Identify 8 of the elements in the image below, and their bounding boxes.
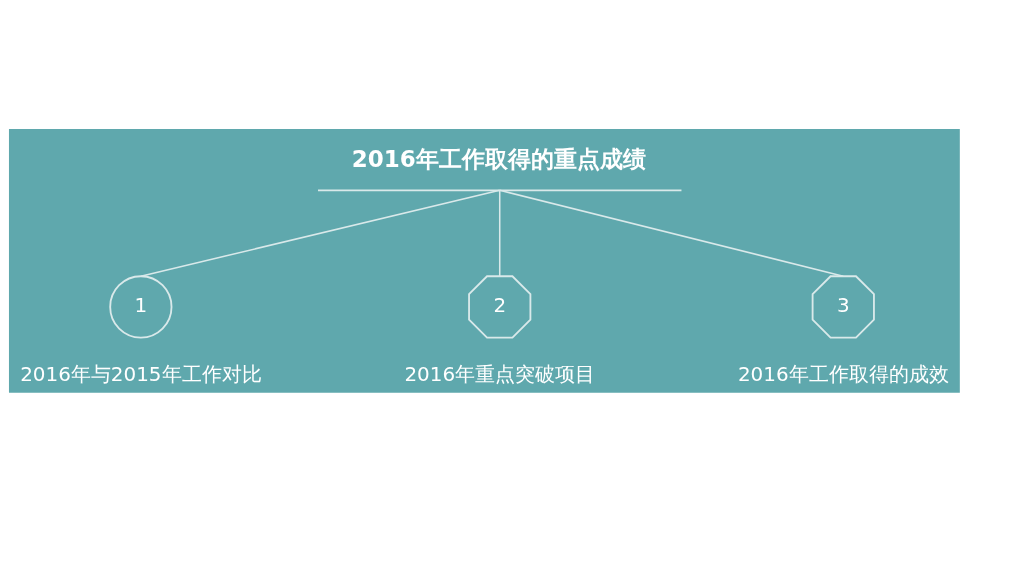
connector (140, 189, 501, 277)
connector (498, 189, 845, 277)
node-label: 2016年工作取得的成效 (737, 362, 949, 386)
node-label: 2016年与2015年工作对比 (20, 362, 262, 386)
node-circle: 1 (109, 274, 173, 338)
connector (498, 189, 501, 277)
node-text: 2016年工作取得的重点成绩 (351, 145, 646, 172)
node-label: 2016年重点突破项目 (404, 362, 596, 386)
